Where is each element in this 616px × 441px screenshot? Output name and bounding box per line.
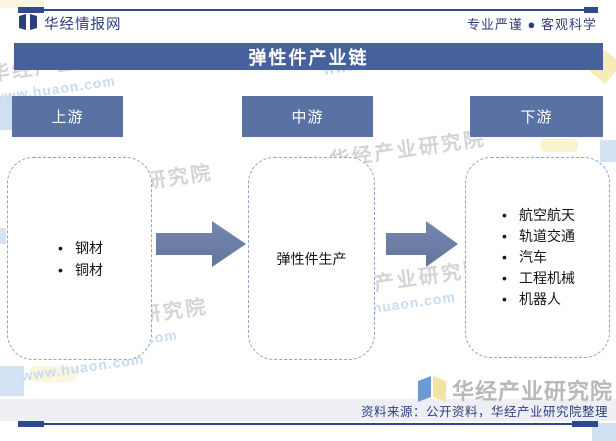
logo-fragment <box>0 96 12 130</box>
book-logo-icon <box>417 376 446 402</box>
logo-fragment <box>540 139 578 152</box>
logo-fragment <box>600 140 616 162</box>
midstream-box: 弹性件生产 <box>248 157 375 360</box>
page-title: 弹性件产业链 <box>14 43 603 70</box>
masthead: 华经情报网 专业严谨 ● 客观科学 <box>0 12 616 34</box>
logo-fragment <box>0 366 24 396</box>
upstream-list: 钢材 铜材 <box>56 237 103 281</box>
rule-endcap <box>572 421 598 427</box>
column-header-upstream: 上游 <box>12 96 123 137</box>
upstream-box: 钢材 铜材 <box>7 157 152 360</box>
top-rule <box>18 6 598 16</box>
downstream-box: 航空航天 轨道交通 汽车 工程机械 机器人 <box>465 157 610 358</box>
logo-fragment <box>30 366 76 382</box>
footer-brand-text: 华经产业研究院 <box>451 379 613 404</box>
rule-line <box>18 9 598 11</box>
downstream-list: 航空航天 轨道交通 汽车 工程机械 机器人 <box>500 205 575 310</box>
source-note: 资料来源：公开资料，华经产业研究院整理 <box>360 405 608 419</box>
midstream-text: 弹性件生产 <box>276 250 347 267</box>
list-item: 钢材 <box>56 237 103 259</box>
site-brand: 华经情报网 <box>44 17 122 33</box>
footer-brand: 华经产业研究院 <box>417 374 613 406</box>
rule-endcap <box>584 7 598 13</box>
book-logo-icon <box>19 14 37 30</box>
site-tagline: 专业严谨 ● 客观科学 <box>466 17 597 32</box>
list-item: 轨道交通 <box>500 226 575 247</box>
rule-line <box>18 423 598 425</box>
list-item: 航空航天 <box>500 205 575 226</box>
flow-arrow-right <box>386 221 458 267</box>
bottom-rule <box>18 420 598 430</box>
list-item: 工程机械 <box>500 268 575 289</box>
column-header-downstream: 下游 <box>470 96 603 137</box>
logo-fragment <box>0 228 6 244</box>
list-item: 机器人 <box>500 289 575 310</box>
column-header-midstream: 中游 <box>242 96 373 137</box>
source-strip <box>0 399 616 421</box>
list-item: 铜材 <box>56 259 103 281</box>
list-item: 汽车 <box>500 247 575 268</box>
flow-arrow-right <box>156 221 246 267</box>
